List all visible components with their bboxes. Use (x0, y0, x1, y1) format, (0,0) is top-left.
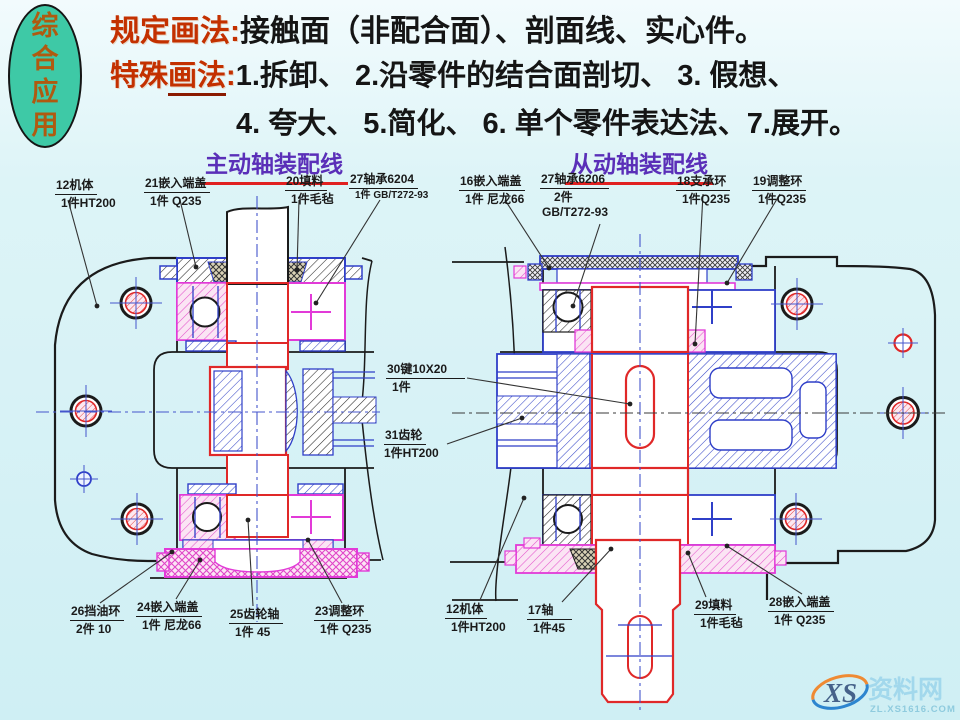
leader-lines (67, 193, 803, 607)
watermark-logo-text: XS (823, 678, 857, 708)
special-drawing-line: 特殊画法:1.拆卸、 2.沿零件的结合面剖切、 3. 假想、 (110, 52, 797, 96)
special-colon: : (226, 60, 236, 92)
special-label-a: 特殊 (110, 60, 169, 92)
rule-drawing-line: 规定画法:接触面（非配合面）、剖面线、实心件。 (110, 6, 765, 50)
watermark-logo-swoosh (811, 674, 869, 710)
topic-badge: 综 合 应 用 (8, 4, 82, 148)
watermark-url: ZL.XS1616.COM (870, 704, 956, 715)
right-drawing-title: 从动轴装配线 (565, 145, 713, 185)
right-assembly-drawing (450, 234, 948, 714)
rule-drawing-text: 接触面（非配合面）、剖面线、实心件。 (240, 15, 765, 48)
rule-drawing-label: 规定画法: (110, 15, 240, 48)
badge-char: 应 (31, 77, 59, 107)
left-assembly-drawing (36, 196, 384, 622)
badge-char: 合 (31, 44, 59, 74)
special-label-b: 画法 (168, 60, 227, 96)
special-text2: 4. 夸大、 5.简化、 6. 单个零件表达法、7.展开。 (236, 108, 858, 140)
bolt-hole (60, 277, 163, 545)
special-drawing-line2: 4. 夸大、 5.简化、 6. 单个零件表达法、7.展开。 (236, 100, 858, 142)
special-text: 1.拆卸、 2.沿零件的结合面剖切、 3. 假想、 (235, 60, 797, 92)
watermark-site-text: 资料网 (868, 676, 943, 704)
left-drawing-title: 主动轴装配线 (200, 145, 348, 185)
badge-char: 综 (31, 11, 59, 41)
watermark: XS 资料网 ZL.XS1616.COM (811, 674, 956, 715)
badge-char: 用 (31, 110, 59, 140)
